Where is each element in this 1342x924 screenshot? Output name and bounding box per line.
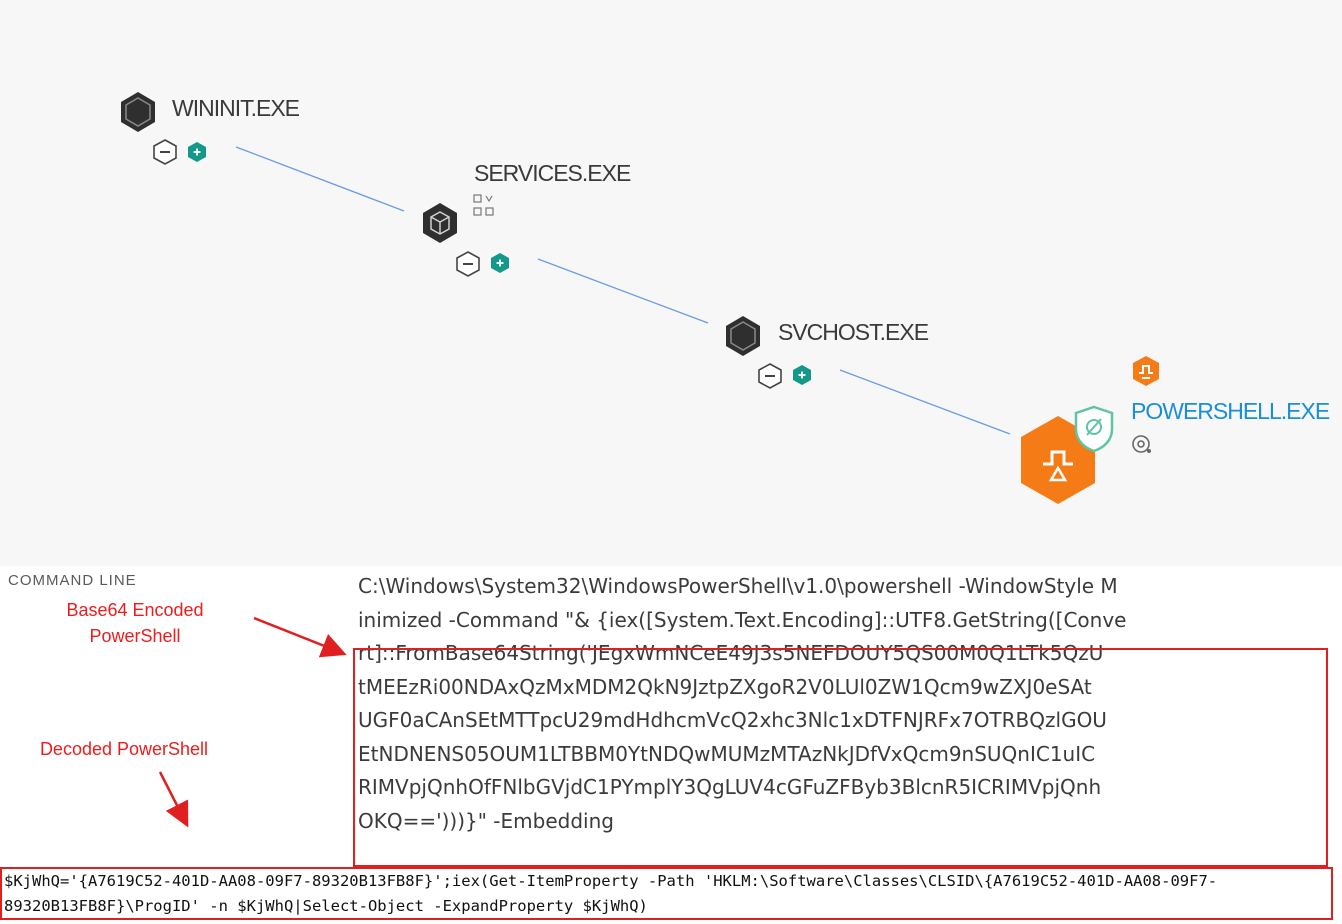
- decoded-annotation: Decoded PowerShell: [39, 739, 209, 759]
- process-graph-panel: WININIT.EXE SERVICES.EXE SVCHOST.EXE: [119, 91, 1331, 506]
- command-line-row: rt]::FromBase64String('JEgxWmNCeE49J3s5N…: [358, 641, 1104, 665]
- annotation-line: Base64 Encoded: [66, 600, 204, 620]
- expand-icon[interactable]: [791, 364, 813, 386]
- node-label-powershell[interactable]: POWERSHELL.EXE: [1131, 398, 1330, 424]
- arrow-to-base64: [253, 616, 347, 658]
- edge-wininit-services: [235, 146, 405, 212]
- alert-badge-icon: [1133, 356, 1159, 386]
- arrow-to-decoded: [158, 771, 189, 828]
- decoded-row: 89320B13FB8F}\ProgID' -n $KjWhQ|Select-O…: [4, 897, 648, 915]
- collapse-icon[interactable]: [152, 138, 178, 166]
- command-line-label: COMMAND LINE: [8, 572, 137, 589]
- decoded-row: $KjWhQ='{A7619C52-401D-AA08-09F7-89320B1…: [4, 872, 1218, 890]
- command-line-row: OKQ==')))}" -Embedding: [358, 808, 614, 833]
- collapse-icon[interactable]: [455, 250, 481, 278]
- base64-highlight-box: [353, 648, 1328, 867]
- decoded-highlight-box: [0, 867, 1333, 920]
- svchost-process-icon[interactable]: [724, 315, 762, 357]
- node-label-services[interactable]: SERVICES.EXE: [474, 160, 631, 186]
- process-graph-edges: [235, 146, 1011, 435]
- wininit-process-icon[interactable]: [119, 91, 157, 133]
- command-line-row: C:\Windows\System32\WindowsPowerShell\v1…: [358, 574, 1118, 598]
- services-grid-icon: [473, 194, 494, 216]
- annotation-line: PowerShell: [89, 626, 181, 646]
- command-line-row: inimized -Command "& {iex([System.Text.E…: [358, 607, 1127, 632]
- command-line-row: tMEEzRi00NDAxQzMxMDM2QkN9JztpZXgoR2V0LUl…: [358, 674, 1092, 699]
- command-line-text: C:\Windows\System32\WindowsPowerShell\v1…: [358, 570, 1330, 838]
- base64-annotation: Base64 Encoded PowerShell: [40, 597, 230, 649]
- node-label-wininit[interactable]: WININIT.EXE: [172, 95, 300, 121]
- command-line-row: EtNDNENS05OUM1LTBBM0YtNDQwMUMzMTAzNkJDfV…: [358, 741, 1096, 766]
- edge-services-svchost: [537, 258, 709, 324]
- command-line-row: UGF0aCAnSEtMTTpcU29mdHdhcmVcQ2xhc3Nlc1xD…: [358, 708, 1107, 732]
- collapse-icon[interactable]: [757, 362, 783, 390]
- services-process-icon[interactable]: [421, 202, 459, 244]
- target-icon[interactable]: [1130, 433, 1154, 457]
- decoded-powershell-text: $KjWhQ='{A7619C52-401D-AA08-09F7-89320B1…: [4, 869, 1217, 919]
- powershell-process-icon[interactable]: [1019, 414, 1097, 506]
- edge-svchost-powershell: [839, 369, 1011, 435]
- shield-icon: [1074, 405, 1114, 453]
- expand-icon[interactable]: [186, 141, 208, 163]
- command-line-row: RIMVpjQnhOfFNlbGVjdC1PYmplY3QgLUV4cGFuZF…: [358, 775, 1102, 799]
- expand-icon[interactable]: [489, 252, 511, 274]
- node-label-svchost[interactable]: SVCHOST.EXE: [778, 319, 929, 345]
